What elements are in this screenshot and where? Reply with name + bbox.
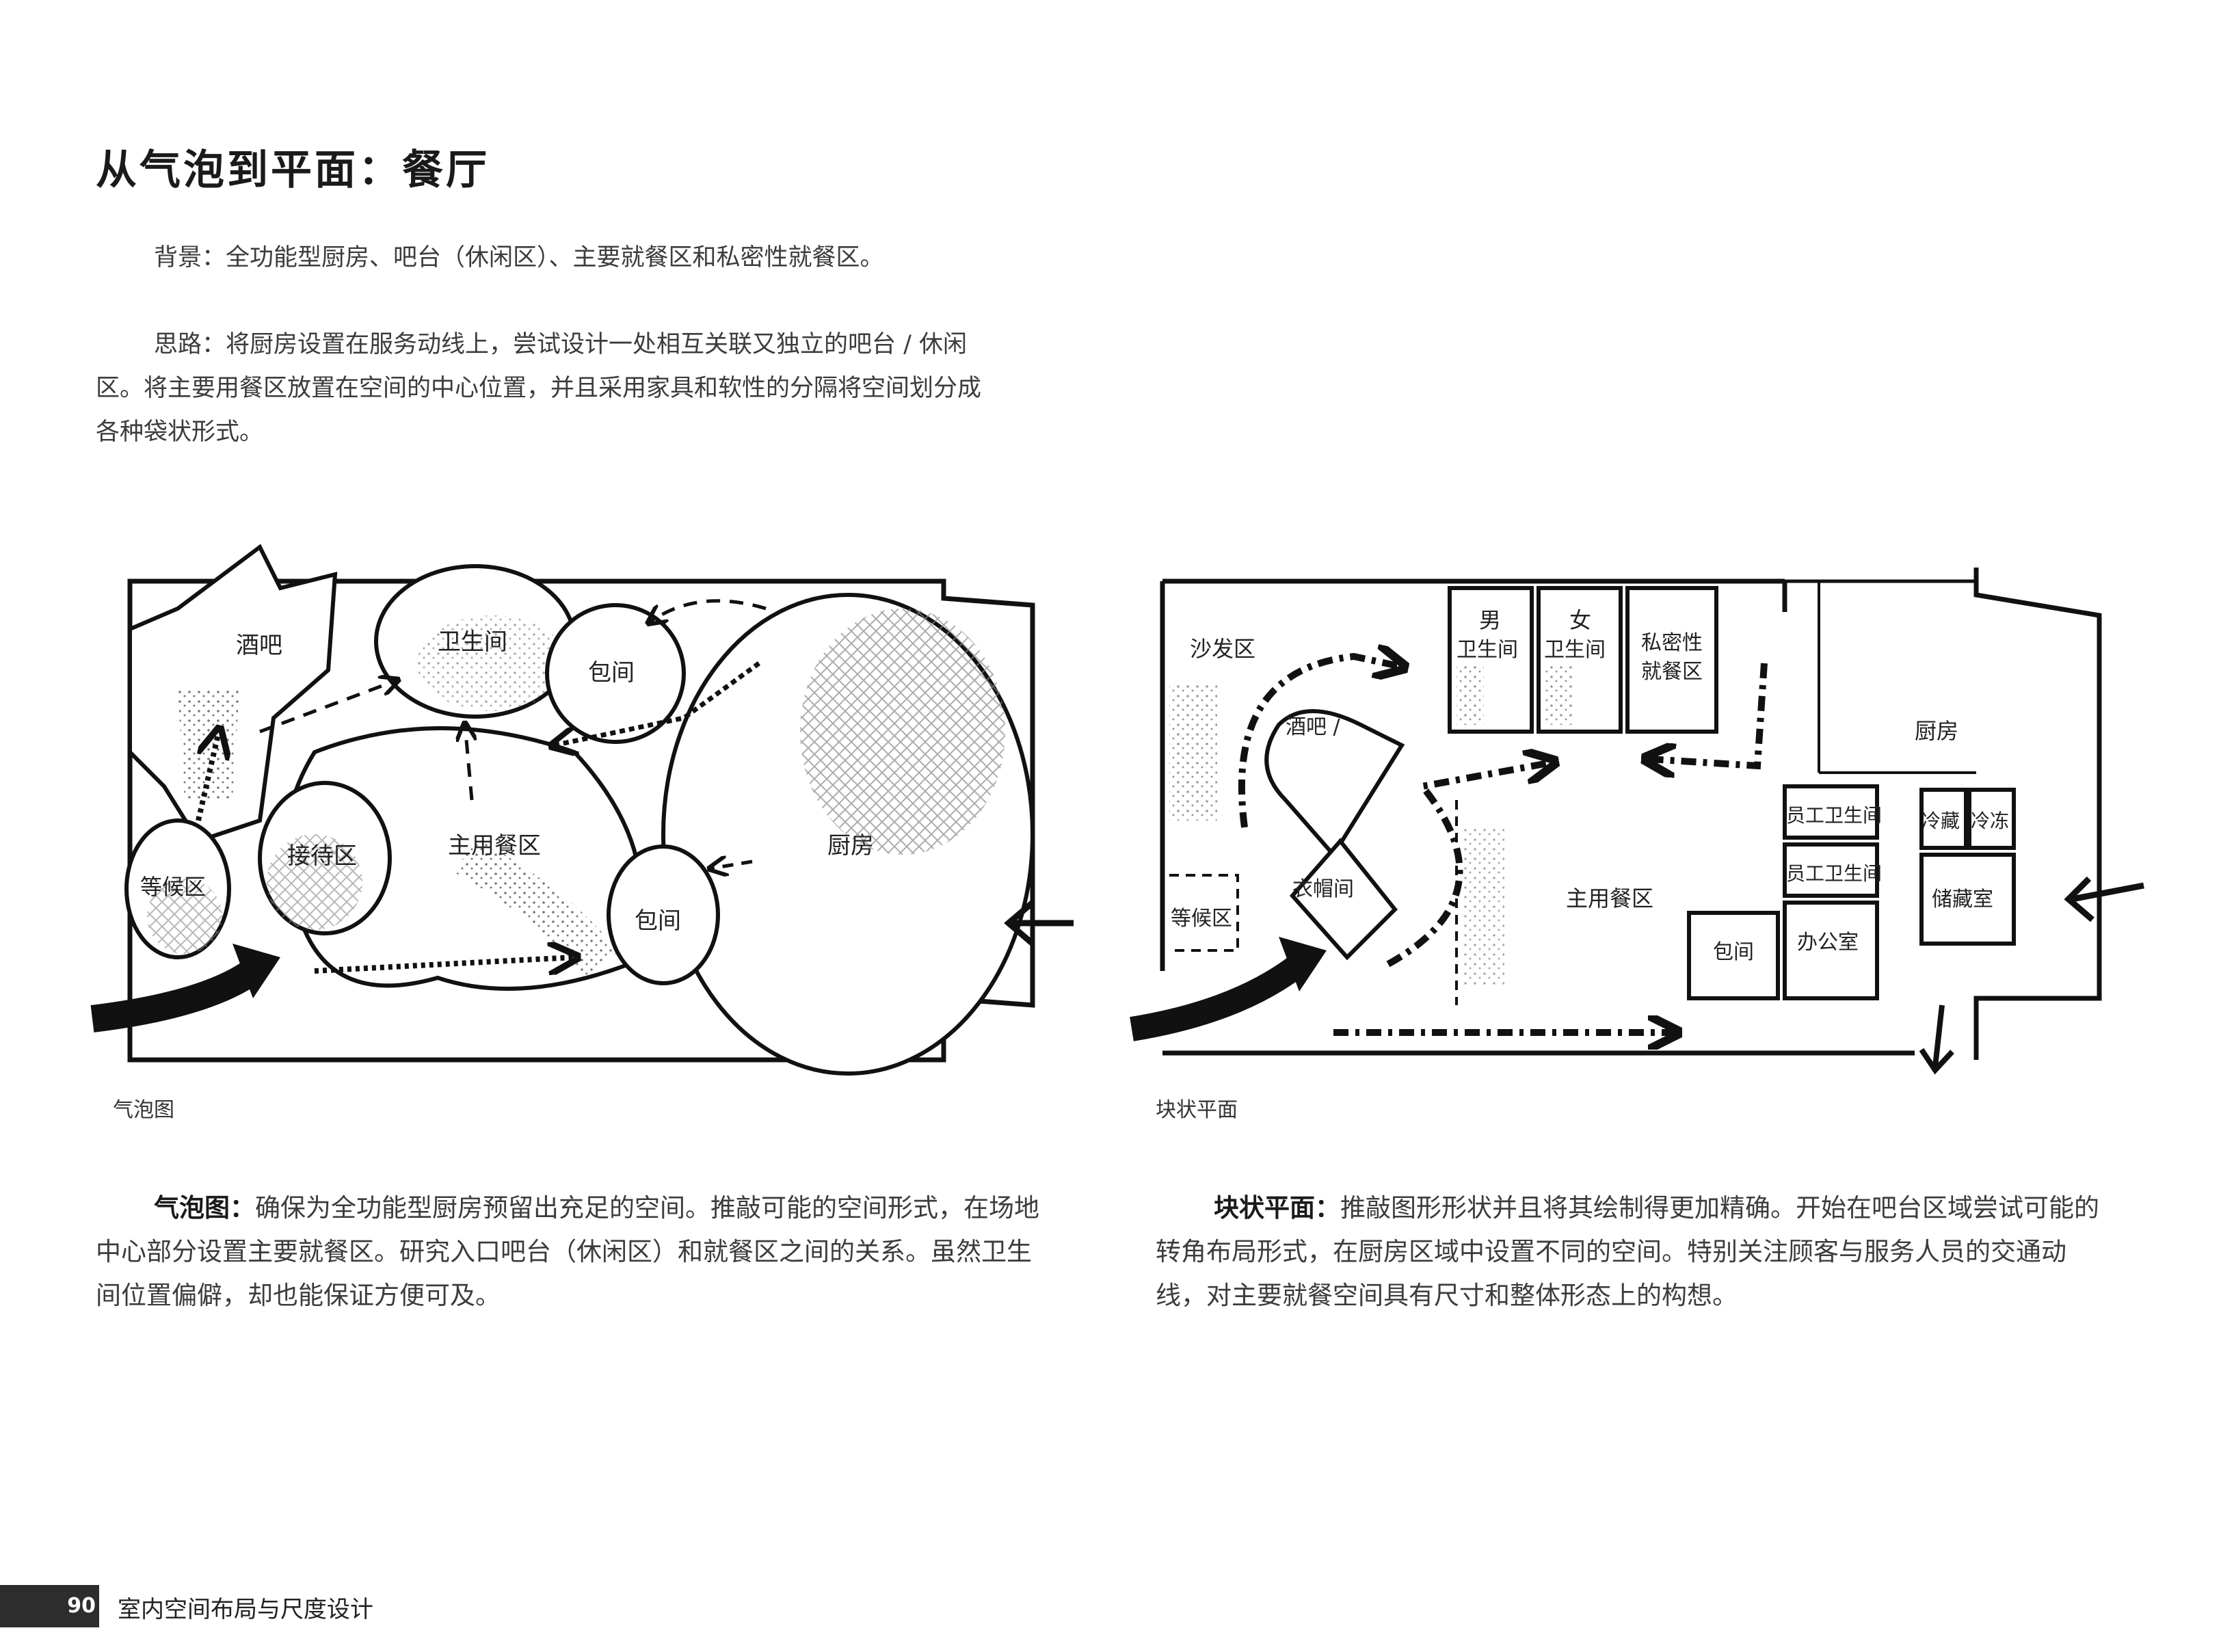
approach-paragraph: 思路：将厨房设置在服务动线上，尝试设计一处相互关联又独立的吧台 / 休闲区。将主… <box>96 331 982 446</box>
label-staff-restroom-1: 员工卫生间 <box>1786 804 1882 827</box>
label-waiting: 等候区 <box>140 874 206 900</box>
footer-bar <box>0 1585 99 1627</box>
label-bar-block: 酒吧 / <box>1286 715 1341 739</box>
label-kitchen: 厨房 <box>827 832 874 860</box>
bubble-description: 气泡图：确保为全功能型厨房预留出充足的空间。推敲可能的空间形式，在场地中心部分设… <box>96 1186 1046 1318</box>
background-paragraph: 背景：全功能型厨房、吧台（休闲区）、主要就餐区和私密性就餐区。 <box>154 244 884 271</box>
block-plan-description-lead: 块状平面： <box>1214 1193 1340 1223</box>
label-private-room-block: 包间 <box>1713 940 1754 964</box>
block-plan-caption: 块状平面 <box>1156 1098 1238 1122</box>
block-plan: 厨房 男 卫生间 女 卫生间 私密性 就餐区 沙发区 酒吧 / 衣帽间 等候区 … <box>1130 568 2144 1075</box>
bubble-description-lead: 气泡图： <box>154 1193 255 1223</box>
bubble-description-text: 确保为全功能型厨房预留出充足的空间。推敲可能的空间形式，在场地中心部分设置主要就… <box>96 1193 1039 1310</box>
label-male-restroom: 卫生间 <box>1457 638 1518 662</box>
bubble-diagram: 厨房 主用餐区 酒吧 卫生间 包间 接待区 等候区 包间 <box>90 544 1074 1076</box>
label-waiting-block: 等候区 <box>1171 907 1232 931</box>
book-title: 室内空间布局与尺度设计 <box>118 1596 373 1623</box>
label-office: 办公室 <box>1797 931 1859 955</box>
label-storage: 储藏室 <box>1932 888 1993 911</box>
label-female: 女 <box>1569 607 1591 633</box>
label-bar: 酒吧 <box>236 632 282 659</box>
label-cold-storage: 冷藏 <box>1921 810 1960 832</box>
label-coat-room: 衣帽间 <box>1292 877 1354 901</box>
label-female-restroom: 卫生间 <box>1544 638 1606 662</box>
label-restroom: 卫生间 <box>438 628 507 656</box>
label-reception: 接待区 <box>287 842 357 870</box>
bubble-caption: 气泡图 <box>113 1098 174 1122</box>
label-private-dining-2: 就餐区 <box>1641 660 1703 684</box>
label-staff-restroom-2: 员工卫生间 <box>1786 862 1882 885</box>
label-main-dining: 主用餐区 <box>448 832 541 860</box>
label-private-dining-1: 私密性 <box>1641 631 1703 655</box>
label-lounge: 沙发区 <box>1190 636 1255 662</box>
page-number: 90 <box>67 1594 96 1618</box>
block-plan-description-text: 推敲图形形状并且将其绘制得更加精确。开始在吧台区域尝试可能的转角布局形式，在厨房… <box>1156 1193 2099 1310</box>
label-male: 男 <box>1479 607 1501 633</box>
block-plan-description: 块状平面：推敲图形形状并且将其绘制得更加精确。开始在吧台区域尝试可能的转角布局形… <box>1156 1186 2106 1318</box>
page-title: 从气泡到平面：餐厅 <box>96 146 490 194</box>
label-private-room-top: 包间 <box>588 659 635 687</box>
label-kitchen-block: 厨房 <box>1915 718 1958 744</box>
label-freezer: 冷冻 <box>1971 810 2009 832</box>
label-main-dining-block: 主用餐区 <box>1566 885 1653 911</box>
label-private-room-bottom: 包间 <box>635 907 681 935</box>
